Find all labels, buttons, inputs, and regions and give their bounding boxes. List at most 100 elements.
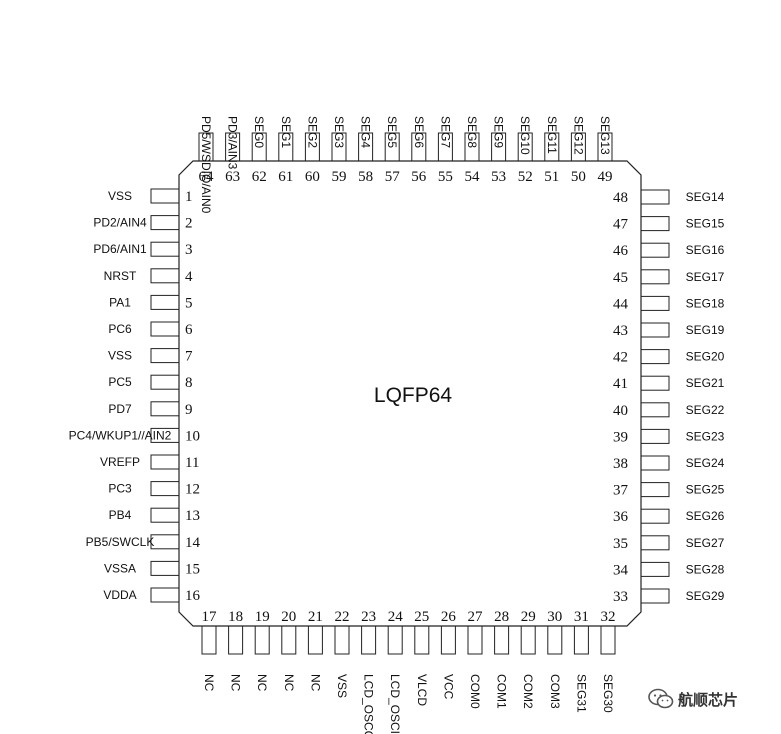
pin-label-29: COM2	[521, 674, 535, 709]
pin-number-17: 17	[202, 609, 218, 625]
pin-number-43: 43	[613, 323, 628, 339]
pin-30	[547, 625, 563, 655]
pin-label-40: SEG22	[686, 403, 725, 417]
pin-40	[640, 402, 670, 418]
pin-14	[150, 534, 180, 550]
pin-3	[150, 241, 180, 257]
pin-number-15: 15	[185, 561, 200, 577]
pin-label-51: SEG11	[545, 116, 559, 154]
pin-number-32: 32	[601, 609, 616, 625]
pin-37	[640, 482, 670, 498]
pin-5	[150, 294, 180, 310]
pin-number-55: 55	[438, 169, 453, 185]
pin-label-52: SEG10	[518, 116, 532, 155]
pin-number-5: 5	[185, 295, 193, 311]
pin-label-50: SEG12	[571, 116, 585, 155]
pin-number-4: 4	[185, 269, 193, 285]
pin-number-24: 24	[388, 609, 404, 625]
pin-number-1: 1	[185, 189, 193, 205]
pin-number-52: 52	[518, 169, 533, 185]
pin-12	[150, 481, 180, 497]
pin-number-12: 12	[185, 482, 200, 498]
pin-number-8: 8	[185, 375, 193, 391]
pin-number-36: 36	[613, 509, 629, 525]
pin-22	[334, 625, 350, 655]
pin-number-60: 60	[305, 169, 320, 185]
pin-17	[201, 625, 217, 655]
pin-number-19: 19	[255, 609, 270, 625]
pin-number-42: 42	[613, 350, 628, 366]
pin-26	[440, 625, 456, 655]
pin-27	[467, 625, 483, 655]
pin-label-1: VSS	[108, 189, 132, 203]
pin-number-25: 25	[414, 609, 429, 625]
pin-label-5: PA1	[109, 295, 131, 309]
pin-label-6: PC6	[108, 322, 132, 336]
pin-label-18: NC	[229, 674, 243, 692]
pin-label-9: PD7	[108, 402, 132, 416]
pin-number-30: 30	[547, 609, 562, 625]
pin-label-42: SEG20	[686, 350, 725, 364]
pins-layer	[150, 132, 670, 655]
pin-number-38: 38	[613, 456, 628, 472]
pin-label-14: PB5/SWCLK	[86, 535, 155, 549]
watermark-text: 航顺芯片	[678, 690, 739, 709]
pin-label-41: SEG21	[686, 376, 725, 390]
pin-label-12: PC3	[108, 482, 132, 496]
pin-7	[150, 348, 180, 364]
pin-number-14: 14	[185, 535, 201, 551]
pin-19	[254, 625, 270, 655]
pin-label-19: NC	[255, 674, 269, 692]
pin-label-63: PD3/AIN3	[226, 116, 240, 170]
pin-label-10: PC4/WKUP1//AIN2	[69, 428, 172, 442]
pin-number-39: 39	[613, 429, 628, 445]
pin-label-38: SEG24	[686, 456, 725, 470]
pin-number-35: 35	[613, 536, 628, 552]
pin-number-41: 41	[613, 376, 628, 392]
pin-label-27: COM0	[468, 674, 482, 709]
pin-20	[281, 625, 297, 655]
pin-34	[640, 561, 670, 577]
pin-label-8: PC5	[108, 375, 132, 389]
pin-1	[150, 188, 180, 204]
pin-number-49: 49	[598, 169, 613, 185]
pin-number-18: 18	[228, 609, 243, 625]
pin-number-44: 44	[613, 296, 629, 312]
pin-45	[640, 269, 670, 285]
pin-number-48: 48	[613, 190, 628, 206]
pin-28	[494, 625, 510, 655]
pin-label-46: SEG16	[686, 243, 725, 257]
pin-number-47: 47	[613, 217, 629, 233]
pin-number-53: 53	[491, 169, 506, 185]
pin-label-4: NRST	[104, 269, 137, 283]
pin-number-64: 64	[199, 169, 215, 185]
pin-number-26: 26	[441, 609, 457, 625]
pin-label-25: VLCD	[415, 674, 429, 706]
pin-47	[640, 216, 670, 232]
pin-label-62: SEG0	[252, 116, 266, 148]
pin-21	[307, 625, 323, 655]
pin-label-31: SEG31	[574, 674, 588, 713]
pin-number-7: 7	[185, 349, 193, 365]
pin-number-61: 61	[278, 169, 293, 185]
pin-label-17: NC	[202, 674, 216, 692]
pin-4	[150, 268, 180, 284]
pin-label-49: SEG13	[598, 116, 612, 155]
pin-label-53: SEG9	[492, 116, 506, 148]
pin-number-56: 56	[411, 169, 427, 185]
pin-label-32: SEG30	[601, 674, 615, 713]
pin-number-46: 46	[613, 243, 629, 259]
pin-29	[520, 625, 536, 655]
pin-label-2: PD2/AIN4	[93, 216, 147, 230]
pin-number-50: 50	[571, 169, 586, 185]
chip-body	[178, 160, 642, 627]
pin-11	[150, 454, 180, 470]
pin-number-63: 63	[225, 169, 240, 185]
pin-number-16: 16	[185, 588, 201, 604]
pin-number-27: 27	[468, 609, 484, 625]
pin-31	[573, 625, 589, 655]
pin-number-31: 31	[574, 609, 589, 625]
pin-label-37: SEG25	[686, 483, 725, 497]
pin-number-34: 34	[613, 562, 629, 578]
